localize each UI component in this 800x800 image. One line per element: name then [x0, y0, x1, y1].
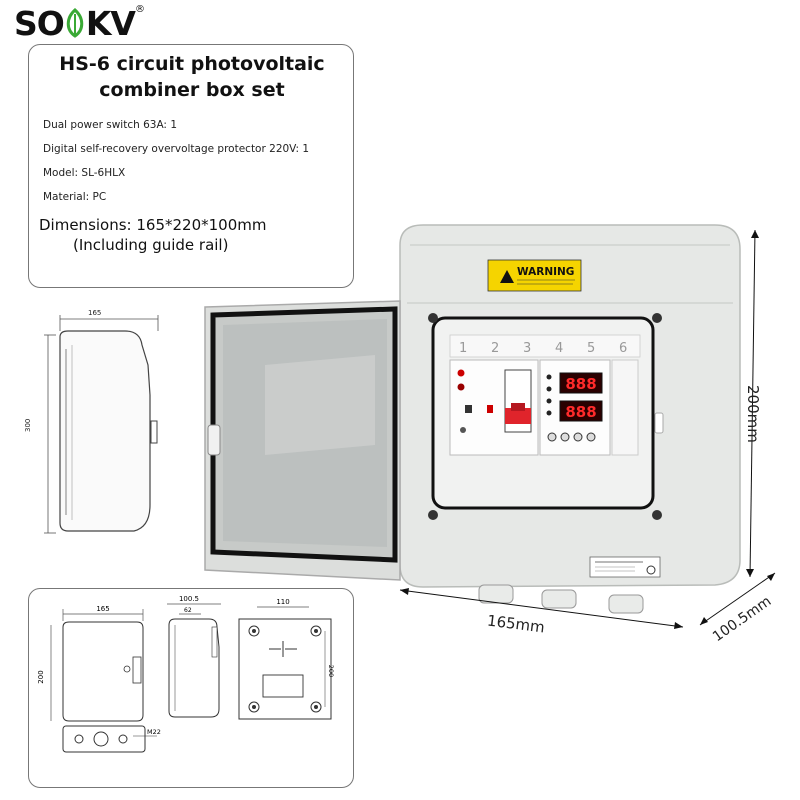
logo-text-s: SO	[14, 4, 65, 43]
front-height-label: 200	[37, 670, 45, 683]
gland-size-label: M22	[147, 728, 161, 736]
side-profile-drawing	[44, 315, 159, 534]
back-height-label: 200	[327, 665, 335, 677]
slot-number-6: 6	[619, 341, 627, 356]
slot-number-4: 4	[555, 341, 563, 356]
display-bottom: 888	[565, 403, 596, 421]
spec-title-line1: HS-6 circuit photovoltaic	[59, 53, 325, 75]
spec-model: Model: SL-6HLX	[43, 167, 126, 179]
warning-label	[487, 259, 582, 292]
height-dimension-line	[749, 229, 756, 578]
side-width-label: 165	[88, 309, 102, 317]
slot-number-1: 1	[459, 341, 467, 356]
slot-number-strip: 1 2 3 4 5 6	[459, 341, 627, 356]
back-width-label: 110	[276, 598, 289, 606]
side-inner-dim: 62	[184, 607, 192, 614]
side-height-label: 300	[24, 418, 32, 432]
brand-logo: SO KV®	[14, 4, 145, 43]
spec-card: HS-6 circuit photovoltaic combiner box s…	[28, 44, 354, 288]
side-width-dim: 100.5	[179, 595, 199, 603]
spec-title-line2: combiner box set	[99, 79, 285, 101]
combiner-box-product: WARNING 1 2 3 4 5 6 888 888	[204, 224, 776, 629]
depth-dimension-line	[699, 572, 776, 626]
breaker-red-handle[interactable]	[505, 408, 531, 424]
spec-dimensions: Dimensions: 165*220*100mm (Including gui…	[39, 215, 266, 255]
height-label: 200mm	[744, 385, 762, 443]
warning-text: WARNING	[517, 266, 574, 278]
logo-text-kv: KV	[85, 4, 136, 43]
registered-mark: ®	[134, 4, 145, 15]
dimensions-line2: (Including guide rail)	[73, 236, 229, 254]
warning-triangle-icon	[500, 270, 514, 283]
spec-title: HS-6 circuit photovoltaic combiner box s…	[29, 51, 355, 103]
slot-number-5: 5	[587, 341, 595, 356]
slot-number-2: 2	[491, 341, 499, 356]
leaf-logo-icon	[66, 8, 84, 38]
spec-protector: Digital self-recovery overvoltage protec…	[43, 143, 310, 155]
spec-material: Material: PC	[43, 191, 107, 203]
front-width-label: 165	[96, 605, 109, 613]
spec-switch: Dual power switch 63A: 1	[43, 119, 177, 131]
dimensions-line1: Dimensions: 165*220*100mm	[39, 216, 267, 234]
width-dimension-line	[399, 589, 684, 628]
technical-drawing: 165 200 M22 100.5 62 110 200	[37, 595, 335, 753]
display-top: 888	[565, 375, 596, 393]
slot-number-3: 3	[523, 341, 531, 356]
technical-drawing-card: 165 200 M22 100.5 62 110 200	[28, 588, 354, 788]
